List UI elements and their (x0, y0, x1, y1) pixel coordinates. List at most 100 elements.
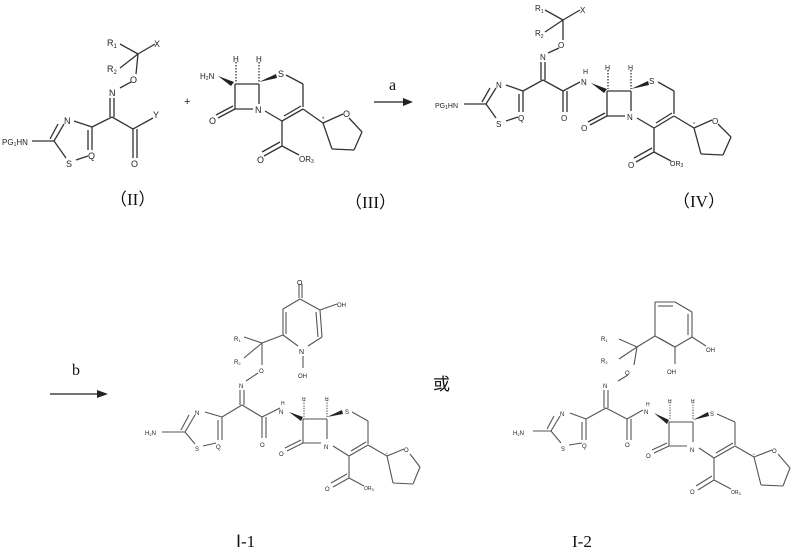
svg-text:OR3: OR3 (299, 155, 314, 165)
svg-text:O: O (625, 443, 630, 449)
svg-text:O: O (646, 454, 651, 460)
svg-text:PG1HN: PG1HN (2, 138, 28, 148)
svg-text:R1: R1 (107, 38, 118, 50)
svg-text:S: S (345, 410, 349, 416)
svg-text:OR3: OR3 (731, 490, 742, 496)
svg-text:X: X (580, 6, 586, 15)
svg-text:O: O (279, 452, 284, 458)
svg-text:Q: Q (518, 114, 524, 123)
compound-iii-label: （III） (345, 193, 396, 212)
svg-text:R1: R1 (601, 337, 608, 343)
compound-i2-label: I-2 (572, 532, 592, 551)
svg-text:O: O (130, 75, 137, 85)
svg-text:N: N (560, 412, 564, 418)
compound-iii-structure: H2N H H S N O O * O OR3 (200, 55, 363, 165)
svg-text:*: * (693, 122, 695, 128)
svg-text:R2: R2 (234, 360, 241, 366)
svg-text:N: N (324, 445, 328, 451)
svg-text:H: H (302, 397, 306, 403)
svg-text:H: H (605, 65, 610, 72)
svg-text:O: O (772, 449, 777, 455)
svg-text:O: O (561, 114, 567, 123)
svg-text:H: H (628, 65, 633, 72)
svg-text:H: H (691, 399, 695, 405)
svg-text:H: H (325, 397, 329, 403)
svg-text:O: O (260, 443, 265, 449)
svg-text:H: H (583, 69, 588, 76)
step-a-label: a (389, 77, 396, 94)
svg-text:O: O (259, 369, 264, 375)
svg-text:X: X (154, 39, 160, 49)
svg-text:Q: Q (216, 445, 221, 451)
svg-text:S: S (649, 77, 654, 86)
svg-text:N: N (299, 349, 304, 356)
svg-text:N: N (690, 448, 694, 454)
step-b-label: b (72, 362, 80, 379)
svg-text:O: O (558, 41, 564, 50)
svg-text:OH: OH (298, 374, 307, 380)
svg-text:O: O (404, 448, 409, 454)
svg-text:*: * (322, 117, 325, 123)
svg-text:R2: R2 (535, 29, 544, 40)
svg-text:R2: R2 (601, 359, 608, 365)
svg-text:OR3: OR3 (670, 161, 684, 169)
svg-text:Q: Q (88, 151, 95, 161)
svg-text:N: N (603, 384, 607, 390)
svg-text:N: N (279, 410, 283, 416)
svg-text:PG1HN: PG1HN (435, 103, 458, 111)
svg-text:O: O (581, 124, 587, 133)
or-text: 或 (433, 375, 450, 394)
svg-text:H: H (281, 401, 285, 407)
compound-iv-structure: R1 R2 X O N N S Q PG1HN H N O H H S N O … (435, 4, 732, 170)
svg-text:S: S (195, 447, 199, 453)
svg-text:S: S (278, 69, 284, 79)
svg-text:O: O (131, 159, 138, 169)
svg-text:H2N: H2N (513, 431, 524, 437)
svg-text:H: H (233, 55, 239, 64)
svg-text:*: * (753, 452, 755, 457)
svg-text:R2: R2 (107, 64, 118, 76)
svg-text:OR3: OR3 (364, 486, 375, 492)
compound-i1-label: Ⅰ-1 (236, 532, 255, 551)
svg-text:H: H (668, 399, 672, 405)
reaction-arrow-b: b (50, 362, 108, 398)
svg-text:R1: R1 (535, 4, 544, 15)
svg-text:S: S (66, 159, 72, 169)
compound-iv-label: （IV） (673, 192, 725, 211)
svg-text:H2N: H2N (145, 431, 156, 437)
compound-ii-label: （II） (110, 190, 155, 209)
svg-text:N: N (239, 384, 243, 390)
compound-i1-structure: O OH N OH R1 R2 O N N S Q H2N H N O H H … (145, 280, 421, 493)
svg-text:OH: OH (667, 370, 676, 376)
svg-text:N: N (644, 410, 648, 416)
svg-text:O: O (343, 109, 350, 119)
plus-sign: + (184, 96, 190, 108)
svg-text:N: N (109, 88, 116, 98)
svg-text:O: O (297, 280, 303, 287)
svg-text:H: H (256, 55, 262, 64)
svg-text:S: S (496, 120, 501, 129)
svg-text:Q: Q (582, 444, 587, 450)
svg-text:O: O (628, 161, 634, 170)
svg-text:H2N: H2N (200, 72, 215, 82)
compound-i2-structure: OH OH R1 R2 O N N S Q H2N H N O H H S N … (513, 301, 791, 496)
svg-text:H: H (646, 402, 650, 408)
svg-text:N: N (195, 411, 199, 417)
svg-text:S: S (561, 447, 565, 453)
svg-text:R1: R1 (234, 337, 241, 343)
svg-text:N: N (255, 105, 262, 115)
svg-text:O: O (625, 371, 630, 377)
svg-text:OH: OH (706, 348, 715, 354)
svg-text:O: O (690, 490, 695, 496)
svg-text:O: O (257, 155, 264, 165)
compound-ii-structure: R1 R2 X O N Y O N S Q PG1HN (2, 38, 160, 169)
svg-text:*: * (386, 451, 388, 456)
reaction-arrow-a: a (374, 77, 413, 106)
svg-text:OH: OH (337, 303, 346, 309)
svg-text:N: N (627, 113, 633, 122)
svg-text:N: N (496, 81, 502, 90)
svg-text:N: N (581, 78, 587, 87)
svg-text:O: O (712, 117, 718, 126)
svg-text:N: N (540, 53, 546, 62)
